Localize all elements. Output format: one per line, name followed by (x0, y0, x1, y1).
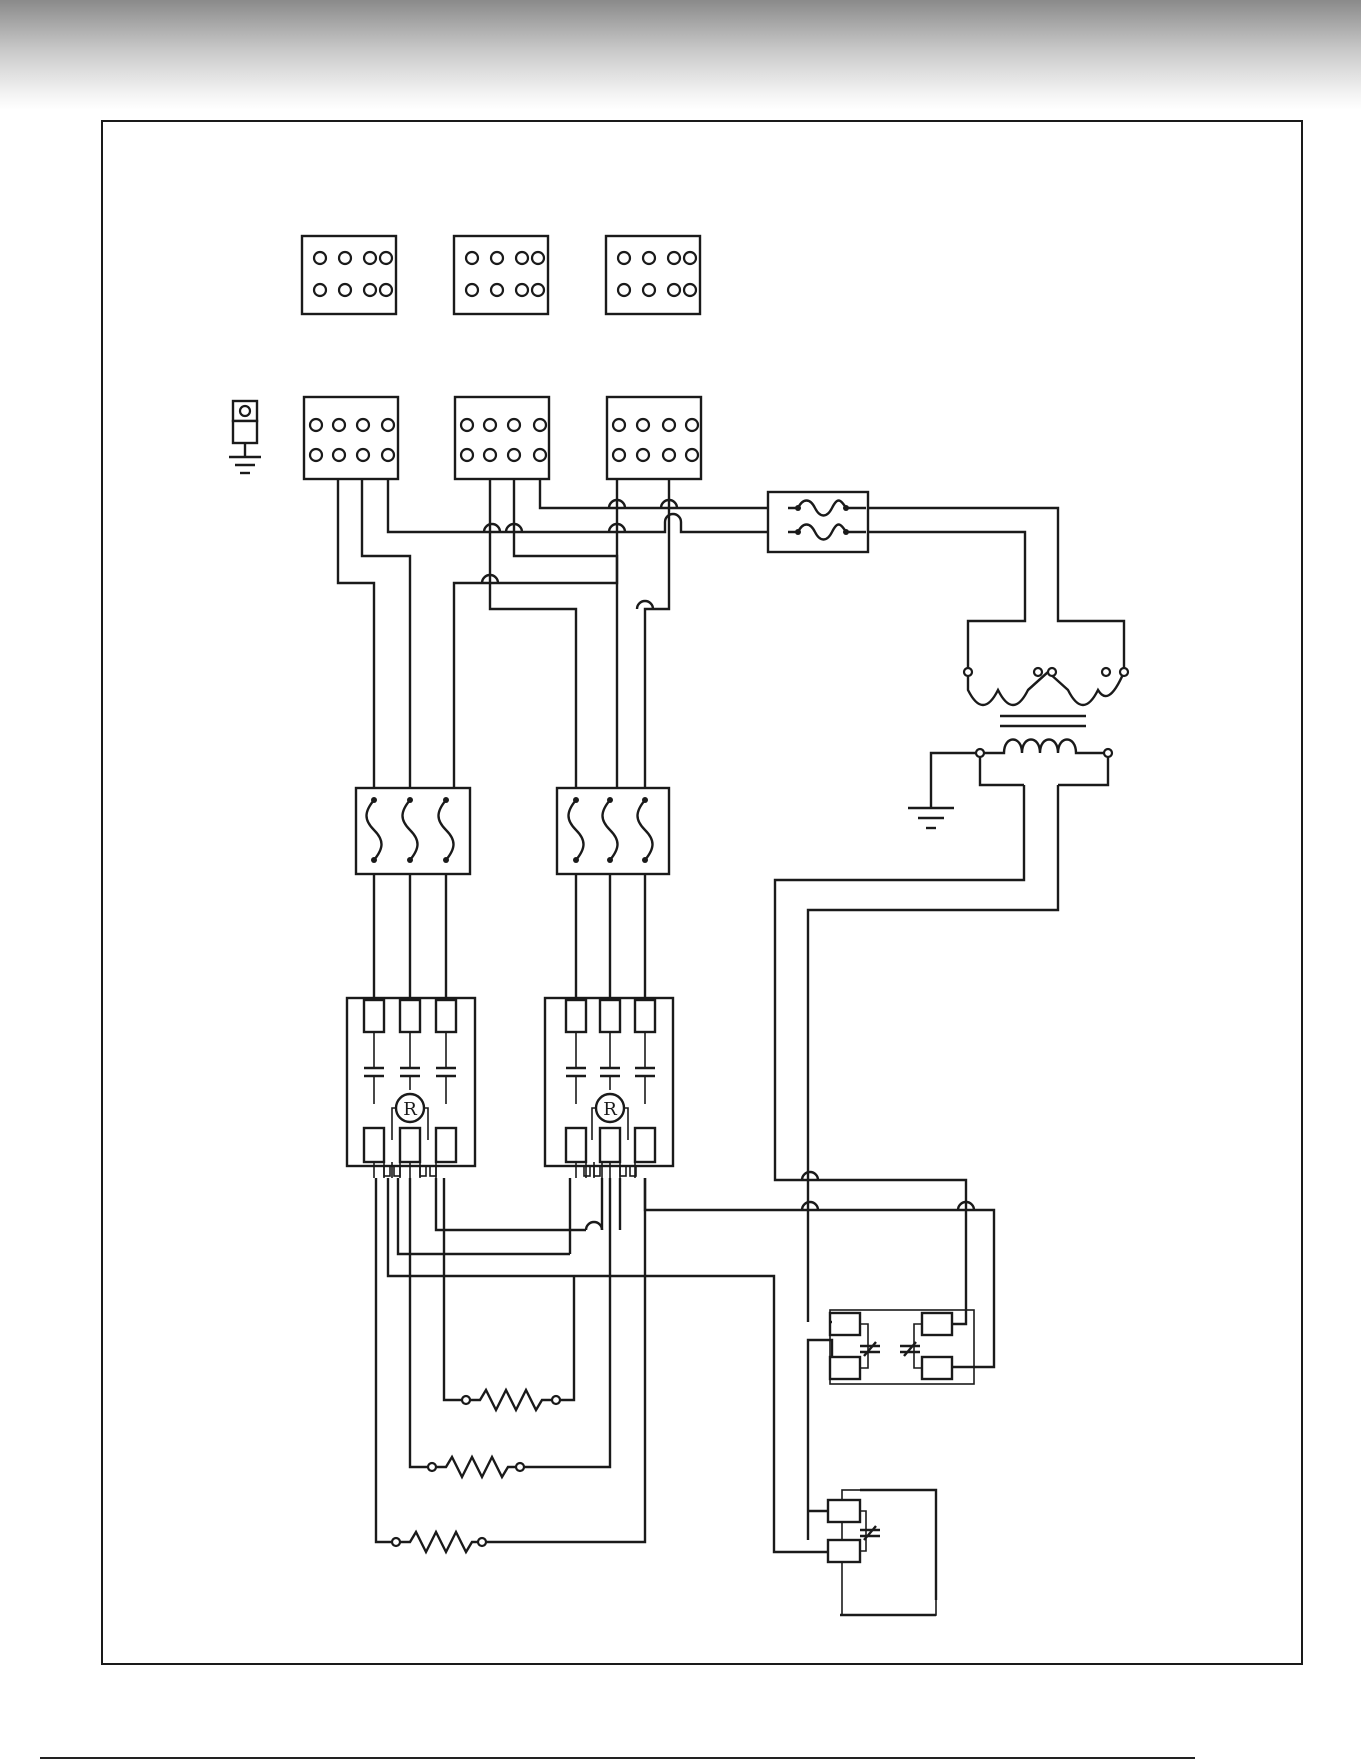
wire-tb2-b (514, 455, 617, 790)
wire-sec-a (775, 785, 1024, 1313)
ground-terminal-icon (229, 401, 261, 473)
single-relay-block (808, 1490, 936, 1615)
control-transformer-icon (964, 668, 1128, 757)
wire-group-supply (338, 455, 1124, 790)
wire-heater-3 (376, 1178, 392, 1542)
wire-heater-2 (410, 1178, 428, 1467)
terminal-block-upper-2 (454, 236, 548, 314)
fuse-block-three-pole-2 (557, 788, 669, 874)
wire-hops (482, 500, 677, 609)
wire-heater-1 (444, 1178, 462, 1400)
fuse-block-three-pole-1 (356, 788, 470, 874)
wire-tb3-a (454, 455, 617, 790)
bus-2 (398, 1178, 570, 1254)
terminal-block-lower-2 (455, 397, 549, 479)
wire-tb1-b (362, 455, 410, 790)
heater-resistor-3 (392, 1532, 486, 1552)
wire-ctl-relay2-loop (860, 1490, 936, 1600)
heater-resistor-2 (428, 1457, 524, 1477)
wire-ctl-aux (645, 1178, 994, 1367)
wire-group-heaters (376, 1178, 832, 1552)
wire-tb3-b (645, 455, 669, 790)
wire-sec-b (808, 785, 1058, 1322)
wire-tb2-a (490, 455, 576, 790)
wire-heater-3-ret (482, 1178, 645, 1542)
motor-label-2: R (603, 1099, 617, 1120)
heater-resistor-1 (462, 1390, 560, 1410)
fuse-block-two-pole (768, 492, 868, 552)
wire-f1-lower (866, 532, 1025, 672)
bus-1 (436, 1178, 586, 1230)
terminal-block-lower-3 (607, 397, 701, 479)
wire-heater-1-ret (556, 1276, 574, 1400)
motor-label-1: R (403, 1099, 417, 1120)
contactor-1: R (347, 998, 475, 1178)
terminal-block-upper-3 (606, 236, 700, 314)
wire-tb1-c (388, 455, 788, 532)
terminal-block-lower-1 (304, 397, 398, 479)
contactor-2: R (545, 998, 673, 1178)
wire-group-contactor-feed (374, 872, 645, 1003)
wire-group-secondary (908, 753, 1108, 828)
dual-relay-block (830, 1310, 974, 1384)
wire-tb1-a (338, 455, 374, 790)
terminal-block-upper-1 (302, 236, 396, 314)
